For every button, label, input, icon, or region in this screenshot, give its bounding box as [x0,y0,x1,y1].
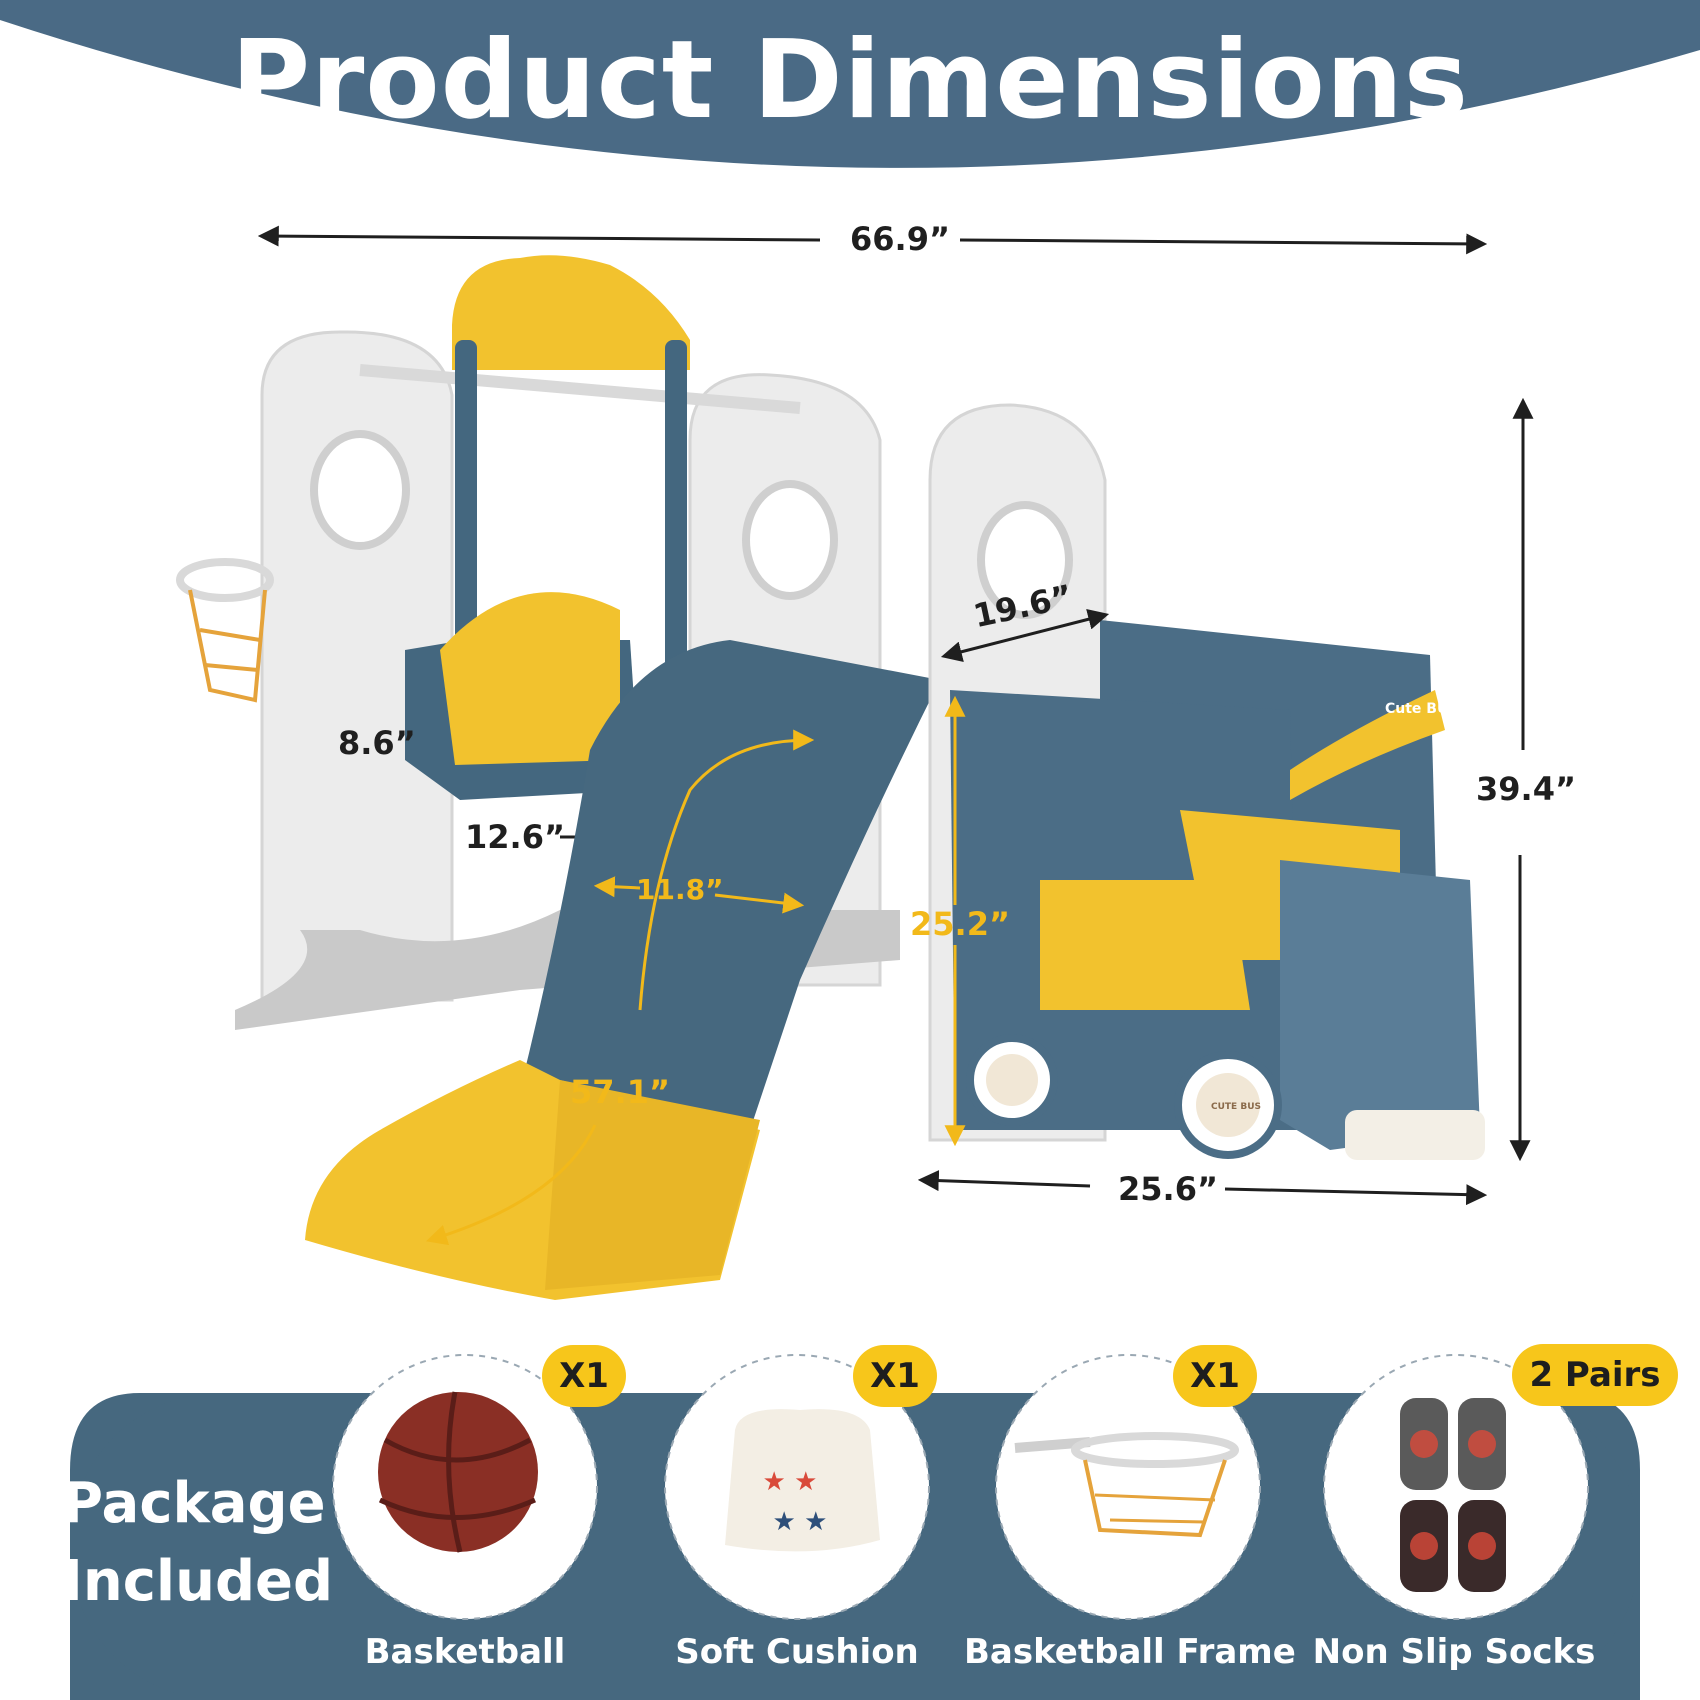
slide [305,640,940,1300]
bus-depth-arrow [940,608,1110,663]
svg-text:★ ★: ★ ★ [773,1507,828,1537]
package-title-line1: Package [62,1471,326,1536]
qty-badge-basketball: X1 [542,1345,626,1407]
bus-length-arrow [917,1170,1488,1206]
dim-seat-height: 8.6” [338,724,416,762]
slide-width-arrow [593,876,805,914]
swing [405,255,690,800]
socks-icon [1400,1398,1506,1592]
qty-badge-socks: 2 Pairs [1512,1344,1678,1406]
item-label-basketball: Basketball [364,1632,566,1672]
hoop-on-frame [176,558,274,703]
dim-slide-length: 57.1” [570,1073,670,1111]
item-label-hoop: Basketball Frame [964,1632,1296,1672]
cushion-icon: ★ ★ ★ ★ [725,1409,880,1552]
dim-bus-length: 25.6” [1118,1170,1218,1208]
height-arrow [1509,397,1534,1162]
item-label-socks: Non Slip Socks [1312,1632,1596,1672]
qty-badge-hoop: X1 [1173,1345,1257,1407]
package-title-line2: Included [62,1549,334,1614]
qty-badge-cushion: X1 [853,1345,937,1407]
page-title: Product Dimensions [230,18,1470,143]
dim-overall-width: 66.9” [850,220,950,258]
bus: Cute BUS CUTE BUS [928,403,1485,1160]
bus-wheel-text: CUTE BUS [1211,1102,1261,1112]
svg-text:★ ★: ★ ★ [763,1467,818,1497]
package-title: Package Included [62,1465,362,1621]
item-label-cushion: Soft Cushion [675,1632,919,1672]
hoop-icon [1014,1432,1239,1538]
width-arrow [257,225,1488,255]
bus-sign-text: Cute BUS [1385,701,1458,717]
basketball-icon [378,1391,538,1553]
header-banner [0,0,1700,168]
dim-seat-width: 12.6” [465,818,565,856]
dim-overall-height: 39.4” [1476,770,1576,808]
dim-bus-height: 25.2” [910,905,1010,943]
dim-slide-width: 11.8” [636,873,724,906]
